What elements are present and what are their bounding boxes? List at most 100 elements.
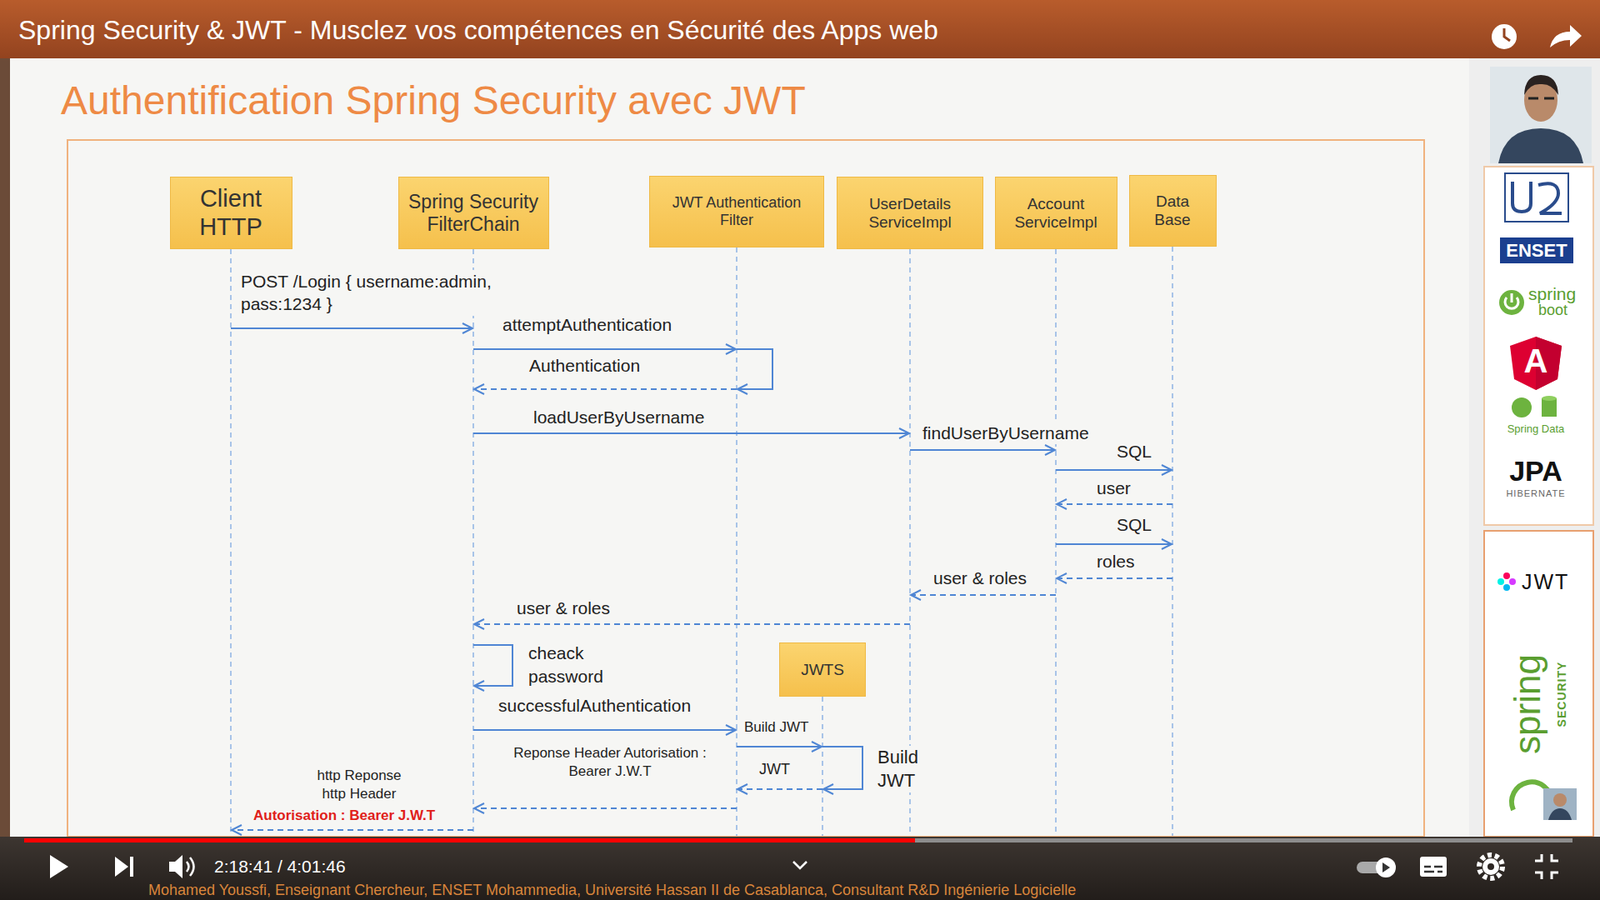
title-bar: [0, 0, 1600, 59]
message-arrow: [1056, 499, 1173, 510]
lifeline: [472, 249, 475, 836]
university-logo-mark: [1512, 181, 1531, 212]
lifeline: [230, 249, 232, 836]
logo-text: boot: [1538, 301, 1568, 320]
arrow-head: [910, 590, 921, 600]
clock-hands: [1504, 28, 1510, 41]
autoplay-knob: [1375, 857, 1396, 878]
video-time: 2:18:41 / 4:01:46: [214, 855, 346, 877]
lifeline-box: Spring Security FilterChain: [398, 176, 550, 250]
message-arrow: [474, 384, 737, 395]
jwt-petal: [1497, 578, 1505, 585]
message-label: SQL: [1115, 513, 1154, 536]
self-call-line: [736, 349, 773, 390]
message-line: [1056, 503, 1173, 505]
message-arrow: [1055, 539, 1172, 550]
self-call: [736, 349, 773, 395]
message-line: [736, 745, 822, 748]
arrow-head: [474, 803, 485, 814]
clock-icon: [1491, 24, 1517, 50]
spring-data-icon: [1511, 397, 1532, 418]
message-arrow: [474, 803, 737, 814]
logo-text: HIBERNATE: [1494, 488, 1578, 500]
play-button: [50, 855, 69, 879]
logo-panel: [1484, 530, 1594, 837]
captions-lines: [1424, 866, 1443, 872]
message-label: Authentication: [527, 354, 642, 377]
box-text: UserDetails ServiceImpl: [844, 195, 976, 232]
power-symbol: [1505, 293, 1519, 309]
lifeline-box: JWT Authentication Filter: [649, 175, 825, 248]
arrow-head: [737, 784, 748, 795]
arrow-head: [1056, 573, 1067, 584]
settings-hole: [1487, 863, 1495, 870]
self-call-line: [822, 746, 863, 790]
database-icon: [1541, 398, 1557, 417]
next-button: [115, 856, 129, 877]
logo-text: Spring Data: [1494, 422, 1578, 436]
self-call-label: Build JWT: [877, 745, 930, 793]
message-line: [474, 807, 737, 810]
webcam-frame: [1490, 66, 1592, 164]
university-logo-mark: [1538, 183, 1562, 214]
message-arrow: [474, 619, 910, 630]
progress-played: [24, 838, 915, 843]
message-label: Reponse Header Autorisation : Bearer J.W…: [504, 744, 716, 781]
message-line: [1055, 469, 1172, 471]
box-text: JWTS: [800, 660, 845, 680]
settings-teeth: [1479, 855, 1503, 879]
arrow-head: [1161, 539, 1172, 550]
message-line: [910, 449, 1055, 451]
chevron: [793, 861, 807, 869]
arrow-head: [1161, 465, 1172, 475]
self-call: [473, 645, 513, 691]
lifeline-box: JWTS: [779, 642, 866, 697]
message-label: SQL: [1115, 440, 1154, 463]
message-arrow: [473, 725, 736, 735]
logo-text: A: [1519, 341, 1553, 380]
arrow-head: [474, 384, 485, 395]
message-label: POST /Login { username:admin, pass:1234 …: [239, 270, 526, 316]
logo-text: JPA: [1494, 455, 1578, 487]
message-label: user & roles: [931, 566, 1029, 590]
message-arrow: [473, 344, 736, 355]
lifeline-box: Client HTTP: [170, 176, 293, 250]
webcam-thumbnail-body: [1548, 808, 1572, 820]
slide-title: Authentification Spring Security avec JW…: [60, 76, 806, 125]
box-text: Data Base: [1136, 192, 1210, 230]
message-arrow: [473, 428, 910, 439]
arrow-head: [231, 825, 242, 835]
progress-track: [24, 838, 1573, 843]
message-arrow: [1055, 465, 1172, 475]
arrow-head: [474, 680, 485, 691]
webcam-glasses: [1528, 97, 1555, 100]
message-line: [1055, 543, 1172, 545]
lifeline: [1055, 249, 1057, 836]
header-value: Autorisation : Bearer J.W.T: [253, 807, 435, 825]
player-controls-ground: [0, 836, 1600, 900]
captions-button: [1420, 856, 1447, 877]
message-label: attemptAuthentication: [500, 313, 674, 336]
arrow-head: [462, 323, 473, 334]
message-line: [737, 788, 823, 790]
logo-text: spring: [1505, 654, 1550, 755]
message-arrow: [910, 590, 1056, 600]
webcam-thumbnail: [1543, 788, 1577, 820]
message-line: [230, 327, 473, 330]
angular-shield: [1510, 336, 1562, 390]
message-line: [473, 729, 736, 731]
lifeline-box: UserDetails ServiceImpl: [836, 176, 984, 250]
message-label: findUserByUsername: [920, 421, 1091, 445]
message-arrow: [231, 825, 474, 835]
message-line: [1056, 577, 1173, 580]
arrow-head: [474, 619, 485, 630]
video-title: Spring Security & JWT - Musclez vos comp…: [18, 14, 939, 46]
spring-boot-icon: [1499, 290, 1525, 315]
side-panel: [1469, 58, 1600, 837]
logo-text: ENSET: [1500, 237, 1574, 264]
message-label: http Reponse http Header: [307, 766, 411, 804]
box-text: Client HTTP: [177, 185, 285, 241]
university-logo: [1505, 173, 1569, 222]
arrow-head: [811, 741, 822, 752]
